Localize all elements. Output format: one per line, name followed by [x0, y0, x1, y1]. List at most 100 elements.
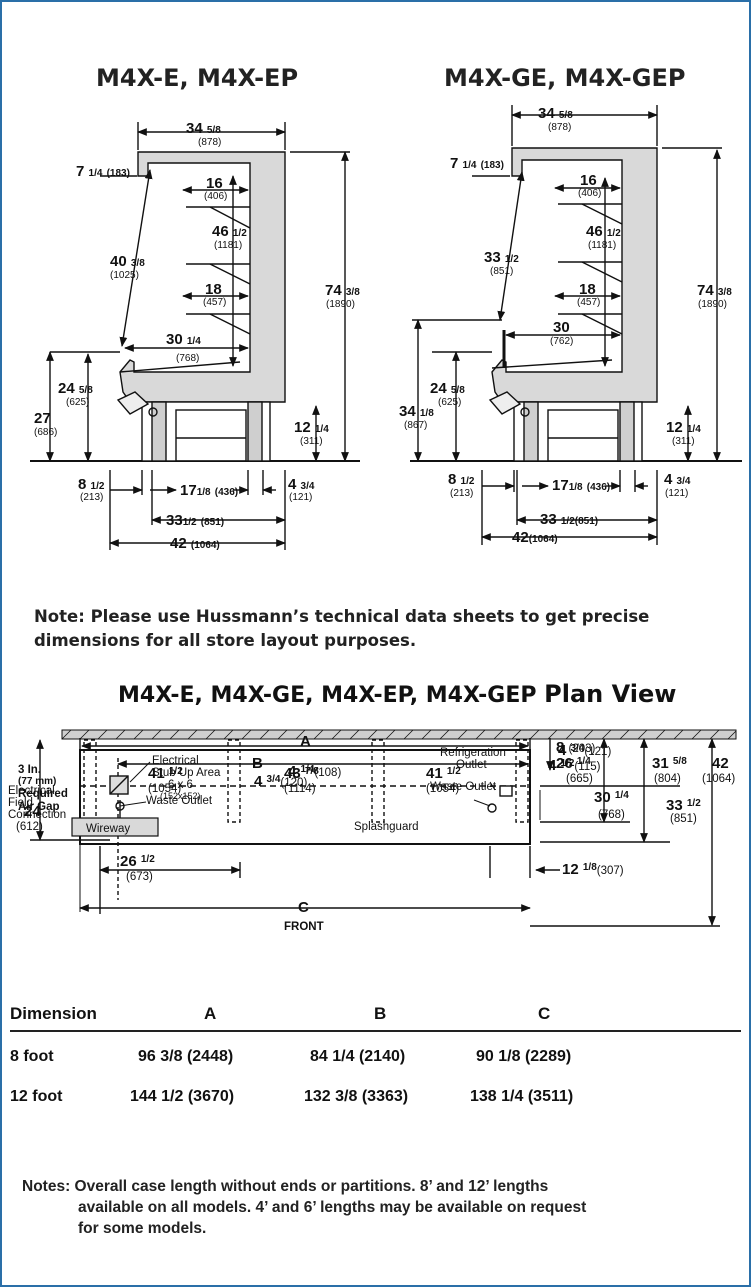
table-header-b: B: [374, 1004, 387, 1023]
l-rear-off: 4 3/4: [288, 476, 315, 493]
left-leg-rear: [247, 401, 263, 462]
efield-1: Electrical: [8, 785, 55, 797]
r-rear-off: 4 3/4: [664, 471, 691, 488]
left-leg-front: [151, 401, 167, 462]
waste-outlet-right-circle: [487, 803, 497, 813]
r-front-h-mm: (867): [404, 420, 427, 431]
table-header-dimension: Dimension: [10, 1004, 97, 1023]
left-labels: 34 5/8 (878) 7 1/4 (183) 16 (406) 46 1/2…: [34, 120, 360, 552]
refrig-2: Outlet: [456, 759, 487, 771]
left-elevation: [30, 122, 360, 550]
plan-d1: 41 1/2: [148, 765, 183, 782]
left-base-frame: [175, 409, 247, 462]
l-height: 74 3/8: [325, 282, 360, 299]
rear-wall: [61, 729, 737, 740]
plan-d2-mm: (1114): [284, 783, 316, 795]
l-leg-span: 171/8 (436): [180, 482, 238, 499]
l-inner-h: 46 1/2: [212, 223, 247, 240]
l-lip: 24 5/8: [58, 380, 93, 397]
waste-left: Waste Outlet: [146, 795, 213, 807]
l-front-off-mm: (213): [80, 492, 103, 503]
plan-title: M4X-E, M4X-GE, M4X-EP, M4X-GEP Plan View: [118, 680, 676, 708]
right-labels: 34 5/8 (878) 7 1/4 (183) 16 (406) 46 1/2…: [399, 105, 732, 546]
plan-rear8: 8 (203): [556, 739, 596, 756]
l-overall: 42 (1064): [170, 535, 220, 552]
l-top-depth: 7 1/4 (183): [76, 163, 130, 180]
efield-2: Field: [8, 797, 33, 809]
air-gap-4: Air Gap: [18, 801, 60, 813]
plan-b26: 26 1/2: [120, 853, 155, 870]
r-lip: 24 5/8: [430, 380, 465, 397]
wireway-box: [71, 817, 159, 837]
stub-4: (152x152): [160, 791, 201, 801]
plan-d1-mm: (1054): [148, 783, 181, 795]
r-deck: 30: [553, 319, 570, 336]
l-base-h-mm: (311): [300, 436, 323, 447]
l-lip-mm: (625): [66, 397, 89, 408]
air-gap-1: 3 In.: [18, 764, 41, 776]
l-base-h: 12 1/4: [294, 419, 329, 436]
plan-r33-mm: (851): [670, 813, 697, 825]
l-top-width-mm: (878): [198, 137, 221, 148]
plan-label-a: A: [300, 733, 311, 750]
r-deck-mm: (762): [550, 336, 573, 347]
r-height: 74 3/8: [697, 282, 732, 299]
right-leg-rear: [619, 401, 635, 462]
layout-note: Note: Please use Hussmann’s technical da…: [34, 607, 650, 650]
plan-d3-mm: (1054): [426, 783, 459, 795]
l-shelf1: 16: [206, 175, 223, 192]
l-inner-h-mm: (1181): [214, 240, 242, 251]
plan-r31: 31 5/8: [652, 755, 687, 772]
l-shelf2: 18: [205, 281, 222, 298]
r-base-h-mm: (311): [672, 436, 695, 447]
l-deck: 30 1/4: [166, 331, 201, 348]
plan-r42-mm: (1064): [702, 773, 735, 785]
wireway-label: Wireway: [86, 823, 130, 835]
plan-d3: 41 1/2: [426, 765, 461, 782]
r-overall: 42(1064): [512, 529, 558, 546]
stub-1: Electrical: [152, 755, 199, 767]
splash-label: Splashguard: [354, 821, 419, 833]
notes-line-2: available on all models. 4’ and 6’ lengt…: [78, 1199, 587, 1216]
cell-c: 90 1/8 (2289): [476, 1048, 572, 1065]
plan-label-c: C: [298, 899, 309, 916]
l-diag: 40 3/8: [110, 253, 145, 270]
left-front-panel: [116, 391, 150, 415]
dimension-table-header: Dimension A B C: [10, 1004, 741, 1032]
table-header-c: C: [538, 1004, 551, 1023]
plan-left24-mm: (612): [16, 821, 43, 833]
r-lip-mm: (625): [438, 397, 461, 408]
r-inner-h: 46 1/2: [586, 223, 621, 240]
plan-view: [30, 729, 737, 927]
plan-b26-mm: (673): [126, 871, 153, 883]
r-inner-h-mm: (1181): [588, 240, 616, 251]
r-front-h: 34 1/8: [399, 403, 434, 420]
cell-b: 132 3/8 (3363): [304, 1088, 409, 1105]
right-title: M4X-GE, M4X-GEP: [444, 64, 686, 92]
r-leg-span: 171/8 (436): [552, 477, 610, 494]
row-label: 8 foot: [10, 1048, 54, 1065]
l-shelf2-mm: (457): [203, 297, 226, 308]
notes-line-3: for some models.: [78, 1220, 207, 1237]
footer-notes: Notes: Overall case length without ends …: [22, 1176, 722, 1239]
plan-b12: 12 1/8(307): [562, 861, 624, 878]
plan-front-label: FRONT: [284, 921, 324, 933]
efield-3: Connection: [8, 809, 66, 821]
r-top-width-mm: (878): [548, 122, 571, 133]
waste-right: Waste Outlet: [430, 781, 497, 793]
l-foot: 331/2 (851): [166, 512, 224, 529]
plan-r30: 30 1/4: [594, 789, 629, 806]
cell-b: 84 1/4 (2140): [310, 1048, 406, 1065]
r-shelf1-mm: (406): [578, 188, 601, 199]
plan-in43: 4 3/4(120): [254, 773, 307, 790]
refrig-1: Refrigeration: [440, 747, 506, 759]
cell-c: 138 1/4 (3511): [470, 1088, 574, 1105]
r-top-depth: 7 1/4 (183): [450, 155, 504, 172]
l-front-h: 27: [34, 410, 51, 427]
table-header-a: A: [204, 1004, 217, 1023]
right-leg-front: [523, 401, 539, 462]
r-base-h: 12 1/4: [666, 419, 701, 436]
plan-r31-mm: (804): [654, 773, 681, 785]
r-shelf2-mm: (457): [577, 297, 600, 308]
